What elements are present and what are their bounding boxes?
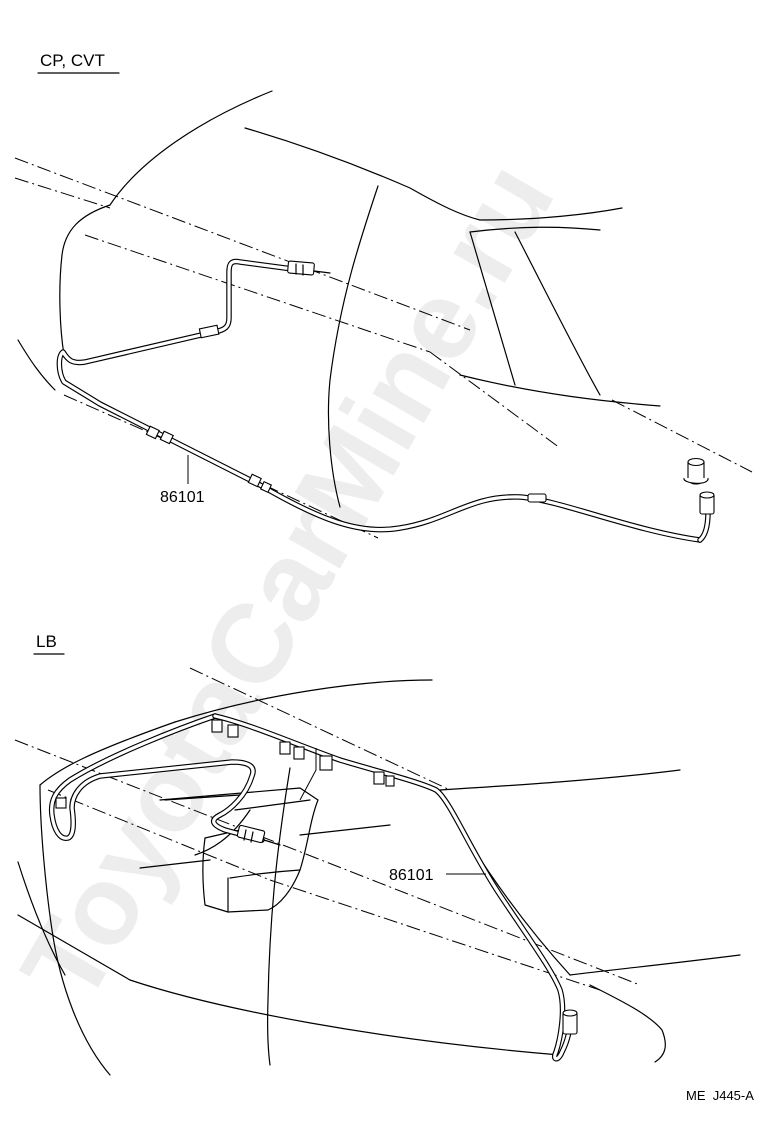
- cord-clip-bottom-5: [319, 755, 333, 771]
- bottom-view-lb: LB: [14, 632, 741, 1076]
- figure-code: ME J445-A: [686, 1088, 754, 1103]
- cord-clip-bottom-2: [227, 724, 239, 738]
- part-label-top: 86101: [160, 489, 205, 506]
- section-title-lb: LB: [36, 632, 57, 651]
- cord-clip-bottom-7: [385, 775, 395, 787]
- cord-joint-sleeve-top: [198, 324, 220, 339]
- section-title-cp-cvt: CP, CVT: [40, 51, 105, 70]
- radio-plug-connector-top: [287, 260, 331, 276]
- watermark: ToyotaCarMine.ru: [0, 142, 578, 1022]
- cord-joint-bottom-left: [55, 797, 67, 809]
- antenna-connector-bottom: [562, 1009, 578, 1035]
- cord-clamp-top-1: [145, 425, 174, 445]
- reference-lines-top: [14, 157, 753, 539]
- cord-clip-bottom-1: [211, 719, 223, 733]
- cord-inline-sleeve-top: [527, 493, 547, 503]
- antenna-connector-top: [699, 491, 715, 515]
- part-label-bottom: 86101: [389, 867, 434, 884]
- car-body-outline-bottom: [17, 679, 741, 1076]
- top-view-cp-cvt: CP, CVT: [14, 51, 753, 543]
- antenna-base-top: [683, 457, 709, 485]
- rear-trim-box: [139, 787, 391, 913]
- antenna-cord-86101-top: [56, 258, 715, 543]
- cord-clip-bottom-4: [293, 746, 305, 760]
- cord-clamp-top-2: [247, 473, 273, 494]
- antenna-cord-86101-bottom: [48, 713, 578, 1062]
- cord-clip-bottom-3: [279, 741, 291, 755]
- leader-line-clip: [299, 748, 317, 801]
- cord-clip-bottom-6: [373, 771, 385, 785]
- car-body-outline-top: [17, 90, 661, 508]
- radio-plug-connector-bottom: [236, 824, 281, 846]
